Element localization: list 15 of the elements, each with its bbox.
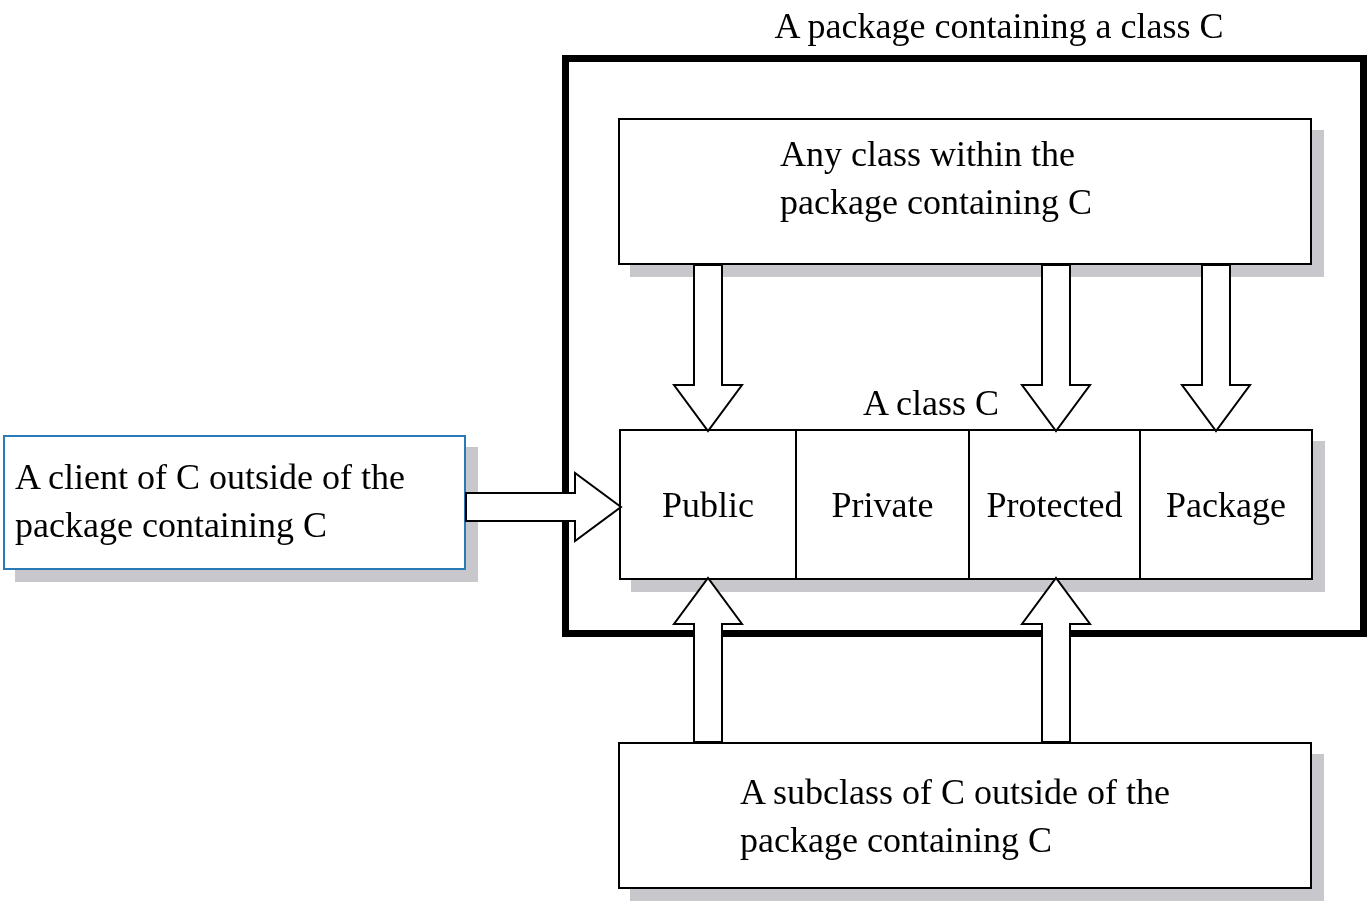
section-label: Private xyxy=(831,483,934,526)
box-label: A client of C outside of the package containing C xyxy=(15,456,406,547)
section-label: Package xyxy=(1166,483,1286,526)
block-arrow xyxy=(1020,264,1092,433)
heading-label: A package containing a class C xyxy=(773,5,1225,48)
block-arrow xyxy=(672,264,744,433)
section-label: Protected xyxy=(986,483,1123,526)
heading-label: A class C xyxy=(862,382,1000,425)
box-label: Any class within the package containing C xyxy=(780,133,1093,224)
block-arrow xyxy=(1020,576,1092,743)
block-arrow xyxy=(1180,264,1252,433)
block-arrow xyxy=(465,471,623,543)
box-label: A subclass of C outside of the package containing C xyxy=(740,771,1171,862)
block-arrow xyxy=(672,576,744,743)
section-label: Public xyxy=(662,483,754,526)
